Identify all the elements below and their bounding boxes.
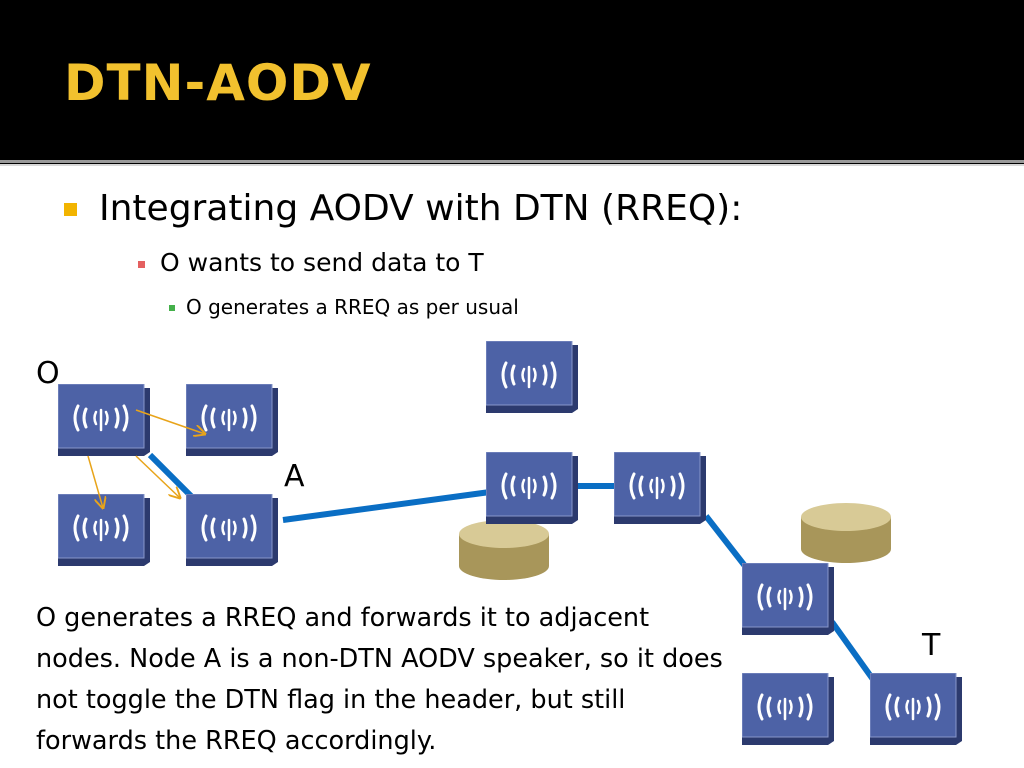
caption: O generates a RREQ and forwards it to ad… [36,603,723,756]
network-links [147,452,880,687]
rreq-arrows [87,409,205,508]
bullet-level1: Integrating AODV with DTN (RREQ): [99,188,743,229]
router-icon [614,452,706,524]
router-icon-o [58,384,150,456]
label-target: T [921,628,941,663]
title-divider-light [0,164,1024,166]
router-icon [742,563,834,635]
router-icon-t [870,673,962,745]
bullet-marker-level3 [169,305,175,311]
network-diagram: O A T [36,341,962,745]
bullet-marker-level2 [138,261,145,268]
storage-icon [801,503,891,563]
link-o-a [147,452,198,503]
title-divider [0,160,1024,163]
title-bar: DTN-AODV [0,0,1024,158]
bullet-marker-level1 [64,203,77,216]
label-origin: O [36,356,60,391]
bullet-level2: O wants to send data to T [160,248,484,277]
link-a-node [282,489,491,523]
rreq-arrow-icon [87,455,103,508]
bullet-level3: O generates a RREQ as per usual [186,295,519,319]
router-icon [742,673,834,745]
router-icon-a [186,494,278,566]
router-icon [486,452,578,524]
label-node-a: A [284,459,305,494]
storage-icon [459,520,549,580]
router-icon [186,384,278,456]
slide-title: DTN-AODV [64,54,372,112]
rreq-arrow-icon [135,455,180,498]
link-relay-t [829,620,880,687]
router-icon [486,341,578,413]
rreq-arrow-icon [135,409,205,434]
router-icon [58,494,150,566]
